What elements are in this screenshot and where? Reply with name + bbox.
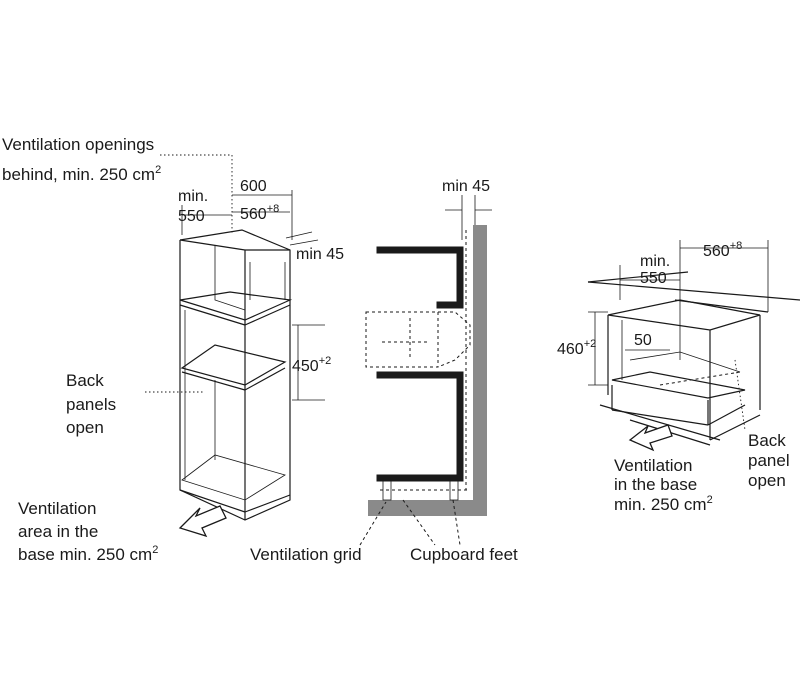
mid-dim-min45: min 45 bbox=[442, 178, 490, 195]
right-dim-560: 560+8 bbox=[703, 240, 742, 260]
vent-base-line1: Ventilation bbox=[614, 456, 692, 475]
vent-area-line2: area in the bbox=[18, 522, 98, 541]
ventilation-grid-label: Ventilation grid bbox=[250, 545, 362, 564]
vent-area-line3: base min. 250 cm2 bbox=[18, 544, 158, 564]
left-dim-min: min. bbox=[178, 188, 208, 205]
right-dim-min: min. bbox=[640, 253, 670, 270]
back-panels-line3: open bbox=[66, 418, 104, 437]
left-dim-450: 450+2 bbox=[292, 355, 331, 375]
left-dim-550: 550 bbox=[178, 208, 205, 225]
back-panels-line2: panels bbox=[66, 395, 116, 414]
tall-cabinet-labels: Ventilation openings behind, min. 250 cm… bbox=[2, 135, 344, 564]
vent-behind-line1: Ventilation openings bbox=[2, 135, 154, 154]
vent-base-line3: min. 250 cm2 bbox=[614, 494, 713, 514]
cupboard-feet-label: Cupboard feet bbox=[410, 545, 518, 564]
vent-behind-line2: behind, min. 250 cm2 bbox=[2, 164, 161, 184]
undercounter-labels: min. 550 560+8 460+2 50 Ventilation in t… bbox=[557, 240, 790, 514]
vent-area-line1: Ventilation bbox=[18, 499, 96, 518]
back-panel-line2: panel bbox=[748, 451, 790, 470]
back-panels-line1: Back bbox=[66, 371, 104, 390]
back-panel-line1: Back bbox=[748, 431, 786, 450]
right-dim-460: 460+2 bbox=[557, 338, 596, 358]
back-panel-line3: open bbox=[748, 471, 786, 490]
left-dim-min45: min 45 bbox=[296, 246, 344, 263]
section-view-figure bbox=[359, 195, 492, 546]
undercounter-figure bbox=[587, 240, 800, 452]
left-dim-560: 560+8 bbox=[240, 203, 279, 223]
right-dim-550: 550 bbox=[640, 270, 667, 287]
tall-cabinet-figure bbox=[145, 154, 325, 538]
section-view-labels: min 45 Ventilation grid Cupboard feet bbox=[250, 178, 518, 564]
right-dim-50: 50 bbox=[634, 332, 652, 349]
left-dim-600: 600 bbox=[240, 178, 267, 195]
vent-base-line2: in the base bbox=[614, 475, 697, 494]
